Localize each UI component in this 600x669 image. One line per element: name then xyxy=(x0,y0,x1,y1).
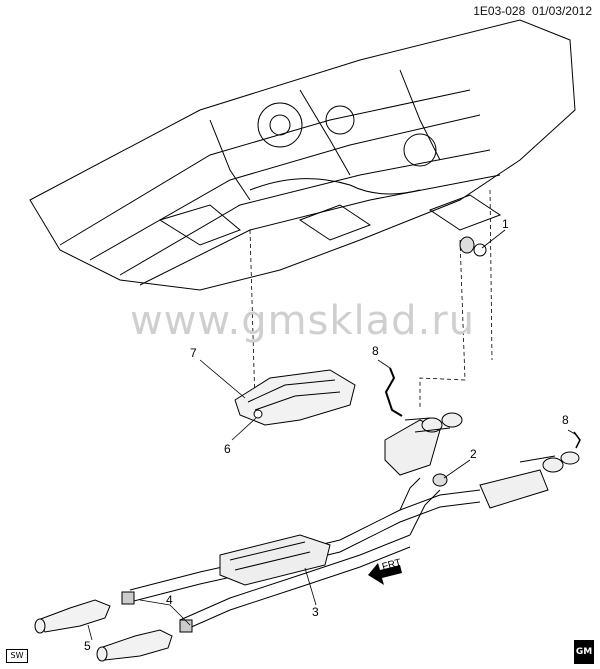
callout-1: 1 xyxy=(502,217,509,231)
diagram-date: 01/03/2012 xyxy=(531,4,592,18)
callout-8-right: 8 xyxy=(562,413,569,427)
direction-label: FRT xyxy=(381,557,402,573)
gm-logo: GM xyxy=(574,640,594,664)
leader-lines xyxy=(249,189,493,410)
grommet xyxy=(459,236,487,257)
callout-8-upper: 8 xyxy=(372,344,379,358)
callout-7: 7 xyxy=(190,346,197,360)
vehicle-underbody xyxy=(29,19,576,291)
hanger-hook xyxy=(384,367,403,417)
callout-4: 4 xyxy=(166,593,173,607)
heat-shield xyxy=(234,369,356,426)
rear-muffler-left xyxy=(384,412,463,476)
rear-muffler-right xyxy=(479,451,580,509)
callout-2: 2 xyxy=(470,447,477,461)
clamp-upper xyxy=(121,591,135,605)
callout-leaders xyxy=(87,229,576,641)
front-direction-arrow: FRT xyxy=(368,557,402,585)
insulator xyxy=(432,473,448,487)
front-pipe-lower xyxy=(96,629,173,662)
watermark: www.gmsklad.ru xyxy=(130,298,476,344)
corner-badge: SW xyxy=(6,649,28,663)
front-pipe-upper xyxy=(34,599,111,634)
hanger-clip-right xyxy=(573,431,581,449)
callout-3: 3 xyxy=(312,605,319,619)
diagram-header: 1E03-028 01/03/2012 xyxy=(473,4,592,18)
diagram-code: 1E03-028 xyxy=(473,4,526,18)
callout-5: 5 xyxy=(84,639,91,653)
converter-body xyxy=(219,534,331,586)
callout-6: 6 xyxy=(224,442,231,456)
clamp-lower xyxy=(179,619,193,633)
intermediate-pipe xyxy=(129,477,481,633)
